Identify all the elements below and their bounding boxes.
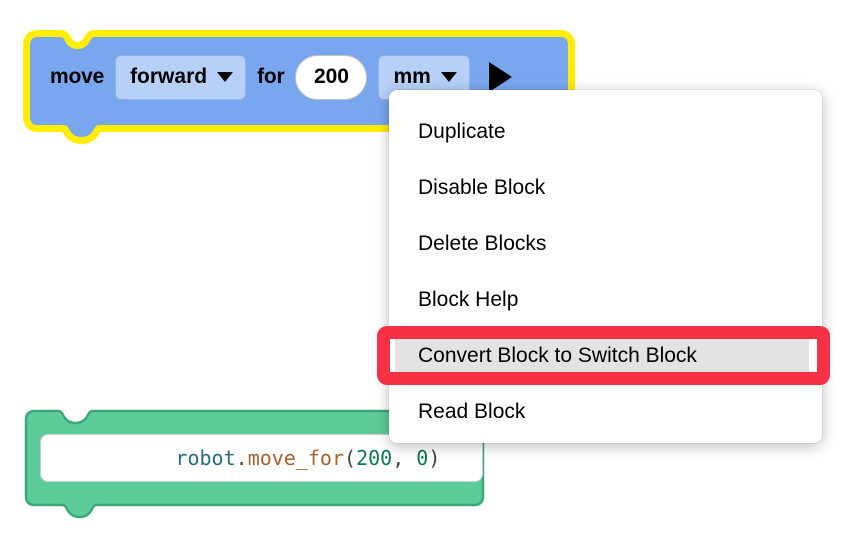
chevron-down-icon — [440, 72, 457, 82]
menu-item-disable-block[interactable]: Disable Block — [418, 176, 546, 199]
code-token-function: move_for — [247, 446, 345, 470]
code-token-open-paren: ( — [344, 446, 357, 470]
code-block[interactable]: robot.move_for(200, 0) — [24, 408, 494, 526]
code-token-dot: . — [235, 446, 248, 470]
menu-item-delete-blocks[interactable]: Delete Blocks — [418, 232, 547, 255]
distance-input-value: 200 — [313, 65, 349, 88]
chevron-down-icon — [217, 72, 234, 82]
block-context-menu[interactable]: Duplicate Disable Block Delete Blocks Bl… — [389, 90, 822, 443]
menu-item-block-help[interactable]: Block Help — [418, 288, 519, 311]
direction-dropdown-value: forward — [130, 65, 208, 88]
code-input-value: robot.move_for(200, 0) — [55, 422, 440, 494]
menu-item-read-block[interactable]: Read Block — [418, 400, 526, 423]
play-arrow-icon[interactable] — [488, 62, 512, 92]
unit-dropdown-value: mm — [393, 65, 431, 88]
code-token-close-paren: ) — [428, 446, 441, 470]
code-token-arg-1: 200 — [356, 446, 393, 470]
direction-dropdown[interactable]: forward — [115, 54, 247, 100]
menu-item-convert-block-to-switch-block[interactable]: Convert Block to Switch Block — [395, 336, 809, 376]
distance-input[interactable]: 200 — [295, 54, 368, 100]
code-token-comma: , — [392, 446, 417, 470]
menu-item-duplicate[interactable]: Duplicate — [418, 120, 506, 143]
code-token-arg-2: 0 — [416, 446, 429, 470]
code-token-object: robot — [175, 446, 236, 470]
